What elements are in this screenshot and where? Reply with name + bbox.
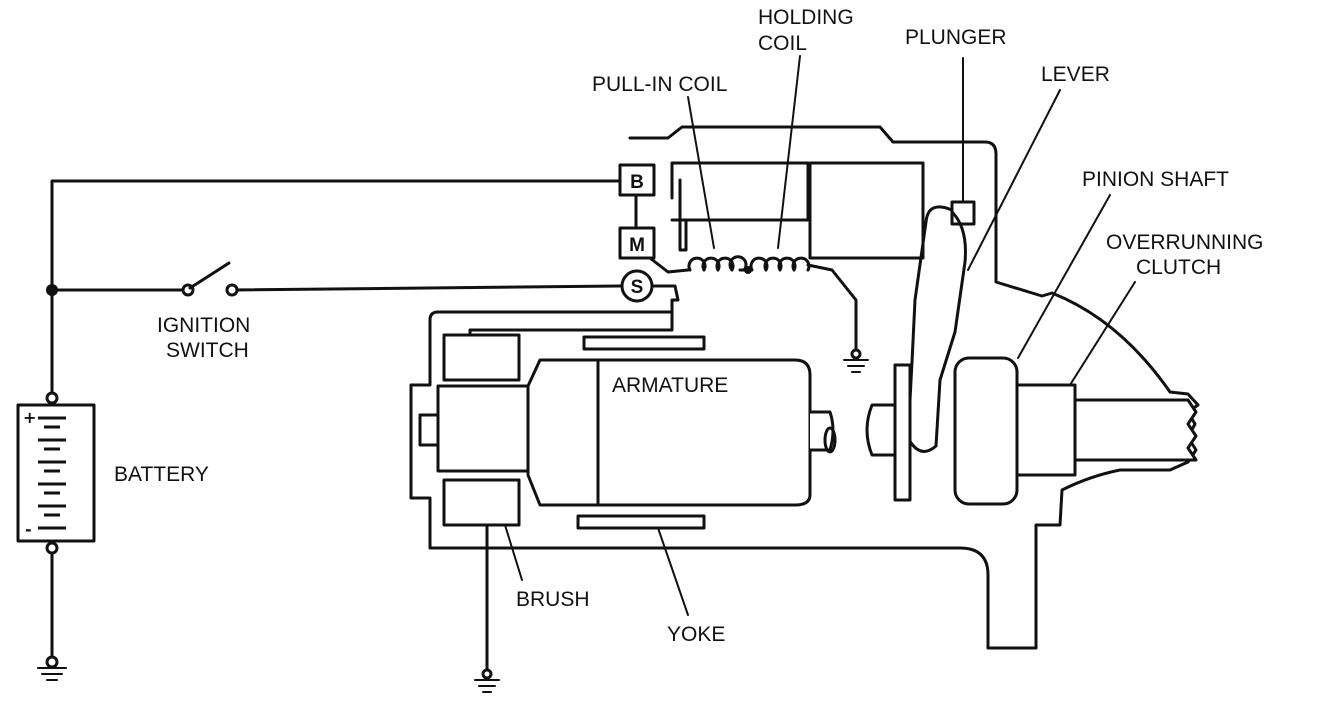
pull-in-coil-label: PULL-IN COIL xyxy=(592,73,727,96)
pinion-drive-plate xyxy=(893,363,912,502)
battery-ground-icon xyxy=(37,655,67,681)
shaft-end-cap xyxy=(823,426,837,454)
plunger-head xyxy=(950,200,976,226)
ignition-switch[interactable] xyxy=(181,261,239,297)
commutator xyxy=(436,384,530,473)
pinion-shaft xyxy=(1073,398,1198,462)
battery-minus-sign: - xyxy=(25,520,32,539)
overrunning-clutch-label-line1: OVERRUNNING xyxy=(1106,231,1264,254)
coil-ground-wire xyxy=(806,263,858,352)
solenoid-body xyxy=(808,161,925,260)
brush-upper xyxy=(442,333,521,382)
plunger-label: PLUNGER xyxy=(905,26,1007,49)
wire-junction-dot xyxy=(46,284,58,296)
lever-label: LEVER xyxy=(1041,63,1110,86)
brush-label: BRUSH xyxy=(516,588,590,611)
armature-shaft xyxy=(810,410,835,452)
armature-label: ARMATURE xyxy=(612,374,728,397)
pinion-shaft-label: PINION SHAFT xyxy=(1082,168,1229,191)
terminal-s-label: S xyxy=(631,277,644,298)
battery-symbol xyxy=(16,391,96,555)
terminal-b xyxy=(618,163,656,197)
holding-coil-symbol xyxy=(749,256,811,272)
terminal-m-label: M xyxy=(629,235,645,256)
battery-label: BATTERY xyxy=(114,463,209,486)
starter-housing-outline xyxy=(409,125,1200,650)
terminal-s xyxy=(620,269,654,303)
solenoid-top-core xyxy=(670,161,810,222)
holding-coil-label-line2: COIL xyxy=(758,32,807,55)
coil-ground-icon xyxy=(843,348,869,373)
m-to-coil-wire xyxy=(648,256,690,274)
s-to-brush-wire xyxy=(468,284,680,349)
pull-in-coil-symbol xyxy=(687,255,748,272)
battery-plus-sign: + xyxy=(23,408,36,427)
yoke-upper xyxy=(582,335,706,351)
terminal-b-label: B xyxy=(630,172,644,193)
leader-lines xyxy=(504,55,1136,616)
terminal-m xyxy=(618,226,656,260)
brush-lower xyxy=(442,478,521,527)
brush-ground-icon xyxy=(474,668,500,693)
battery-wiring xyxy=(50,179,622,660)
shift-lever xyxy=(906,205,967,453)
yoke-lower xyxy=(576,514,706,530)
yoke-label: YOKE xyxy=(667,623,725,646)
overrunning-clutch-label-line2: CLUTCH xyxy=(1136,256,1221,279)
pinion-gear xyxy=(1015,383,1077,477)
ignition-switch-label-line1: IGNITION xyxy=(157,314,250,337)
ignition-switch-label-line2: SWITCH xyxy=(166,339,249,362)
holding-coil-label-line1: HOLDING xyxy=(758,6,854,29)
overrunning-clutch-body xyxy=(953,356,1019,506)
solenoid-contact-plate xyxy=(678,178,688,252)
